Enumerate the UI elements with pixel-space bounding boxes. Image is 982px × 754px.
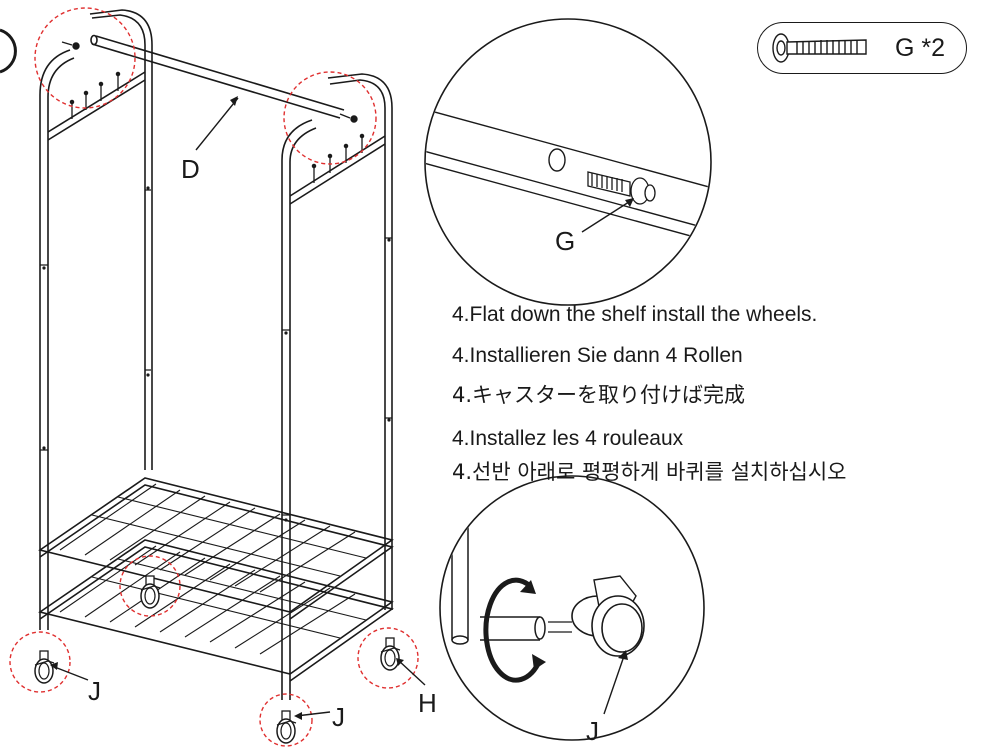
caster-wheel-bottom xyxy=(276,710,297,744)
instruction-german: 4.Installieren Sie dann 4 Rollen xyxy=(452,344,743,367)
screw-detail-arrow xyxy=(625,198,634,207)
instruction-japanese: 4.キャスターを取り付けば完成 xyxy=(452,383,746,407)
caster-wheel-right xyxy=(380,637,401,671)
wheel-label-right: H xyxy=(418,688,437,718)
step-number-circle xyxy=(0,28,17,74)
screw-detail-circle xyxy=(424,18,712,306)
rotation-arrow-head-bottom xyxy=(532,654,546,670)
rail-callout: D xyxy=(181,96,239,184)
rotation-arrow-head-top xyxy=(520,580,536,594)
instruction-korean: 4.선반 아래로 평평하게 바퀴를 설치하십시오 xyxy=(452,460,847,484)
wheel-detail-circle xyxy=(439,475,705,741)
caster-wheel-left xyxy=(34,650,55,684)
rail-label: D xyxy=(181,154,200,184)
hardware-badge xyxy=(757,22,967,74)
highlight-circles xyxy=(9,7,419,747)
wheel-label-left: J xyxy=(88,676,101,706)
garment-rack xyxy=(38,9,394,700)
instruction-english: 4.Flat down the shelf install the wheels… xyxy=(452,303,818,326)
wheel-label-bottom: J xyxy=(332,702,345,732)
wheel-callouts xyxy=(51,659,426,717)
instruction-french: 4.Installez les 4 rouleaux xyxy=(452,427,684,450)
screw-right xyxy=(339,113,358,123)
screw-left xyxy=(61,41,80,50)
hardware-count-label: G *2 xyxy=(895,34,946,62)
caster-wheel-back xyxy=(140,575,161,609)
wheel-detail-label: J xyxy=(586,716,599,746)
wheel-detail-arrow xyxy=(618,650,628,660)
screw-detail-label: G xyxy=(555,226,575,256)
